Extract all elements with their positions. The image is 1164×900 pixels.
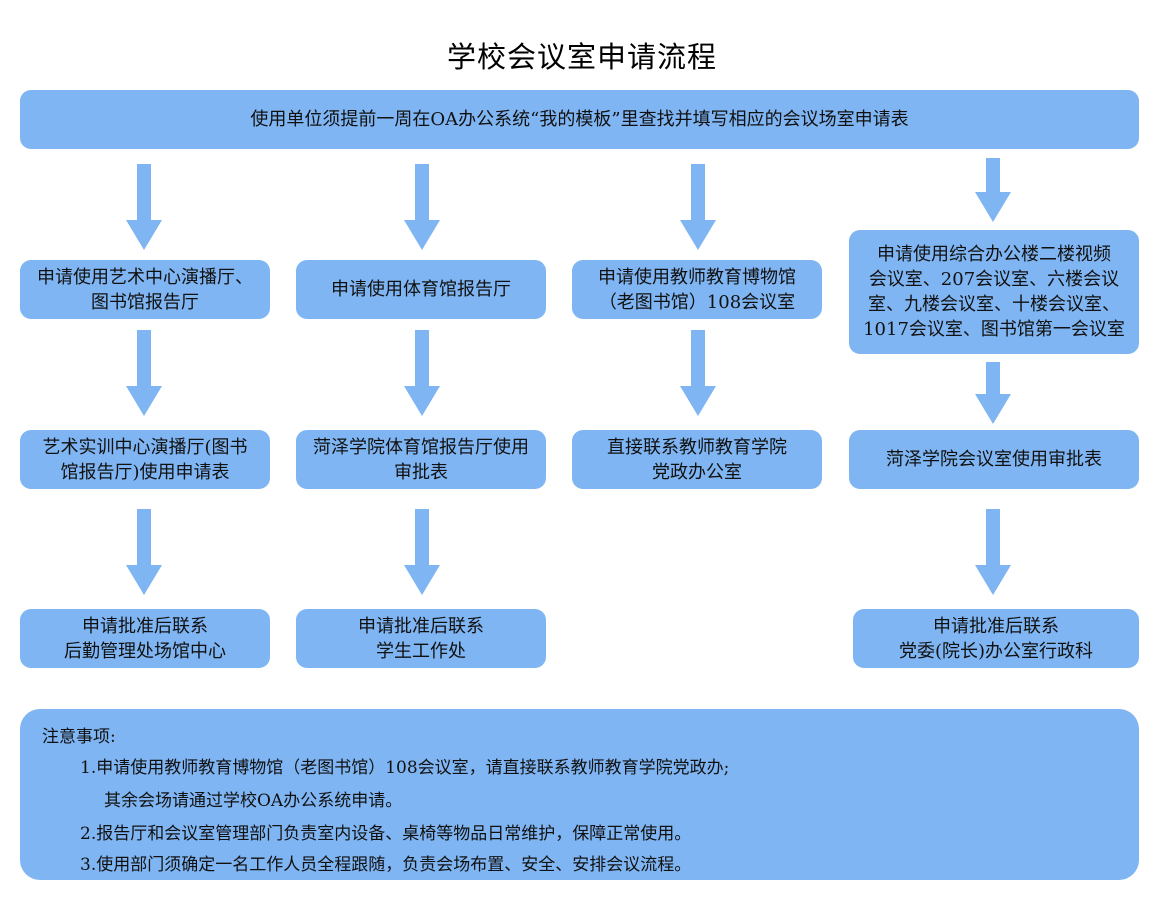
branch-3-form-line-2: 党政办公室 bbox=[652, 461, 742, 483]
branch-3-apply-line-1: 申请使用教师教育博物馆 bbox=[598, 266, 796, 288]
branch-3-form-line-1: 直接联系教师教育学院 bbox=[607, 436, 787, 458]
branch-1-apply-line-1: 申请使用艺术中心演播厅、 bbox=[37, 266, 253, 288]
branch-4-contact-line-2: 党委(院长)办公室行政科 bbox=[898, 640, 1094, 662]
branch-2-contact-box: 申请批准后联系 学生工作处 bbox=[296, 609, 546, 668]
note-item: 其余会场请通过学校OA办公系统申请。 bbox=[104, 791, 403, 811]
branch-4-apply-line-1: 申请使用综合办公楼二楼视频 bbox=[877, 244, 1111, 265]
arrow-down-icon bbox=[404, 164, 440, 250]
top-step-box: 使用单位须提前一周在OA办公系统“我的模板”里查找并填写相应的会议场室申请表 bbox=[20, 90, 1139, 149]
branch-2-apply-box: 申请使用体育馆报告厅 bbox=[296, 260, 546, 319]
branch-4-form-line-1: 菏泽学院会议室使用审批表 bbox=[886, 449, 1102, 470]
note-item: 1.申请使用教师教育博物馆（老图书馆）108会议室，请直接联系教师教育学院党政办… bbox=[80, 758, 730, 778]
branch-3-form-box: 直接联系教师教育学院 党政办公室 bbox=[572, 430, 822, 489]
diagram-title: 学校会议室申请流程 bbox=[446, 40, 717, 74]
branch-2-form-box: 菏泽学院体育馆报告厅使用 审批表 bbox=[296, 430, 546, 489]
branch-2-apply-line-1: 申请使用体育馆报告厅 bbox=[331, 279, 511, 300]
arrow-down-icon bbox=[126, 330, 162, 416]
branch-1-form-line-2: 馆报告厅)使用申请表 bbox=[60, 461, 230, 483]
branch-1-form-line-1: 艺术实训中心演播厅(图书 bbox=[42, 436, 248, 458]
branch-4-apply-line-4: 1017会议室、图书馆第一会议室 bbox=[863, 319, 1125, 340]
branch-4-contact-box: 申请批准后联系 党委(院长)办公室行政科 bbox=[853, 609, 1139, 668]
top-step-text: 使用单位须提前一周在OA办公系统“我的模板”里查找并填写相应的会议场室申请表 bbox=[250, 109, 909, 130]
branch-2-form-line-1: 菏泽学院体育馆报告厅使用 bbox=[313, 436, 529, 458]
branch-3-apply-box: 申请使用教师教育博物馆 （老图书馆）108会议室 bbox=[572, 260, 822, 319]
arrow-down-icon bbox=[975, 158, 1011, 222]
branch-2-form-line-2: 审批表 bbox=[394, 461, 448, 483]
branch-2-contact-line-2: 学生工作处 bbox=[376, 640, 466, 662]
branch-1-apply-box: 申请使用艺术中心演播厅、 图书馆报告厅 bbox=[20, 260, 270, 319]
branch-1-contact-line-2: 后勤管理处场馆中心 bbox=[64, 640, 226, 662]
branch-4-apply-line-2: 会议室、207会议室、六楼会议 bbox=[868, 269, 1120, 290]
arrow-down-icon bbox=[975, 509, 1011, 595]
branch-4-apply-box: 申请使用综合办公楼二楼视频 会议室、207会议室、六楼会议 室、九楼会议室、十楼… bbox=[849, 230, 1139, 354]
note-item: 2.报告厅和会议室管理部门负责室内设备、桌椅等物品日常维护，保障正常使用。 bbox=[80, 824, 692, 844]
branch-1-contact-box: 申请批准后联系 后勤管理处场馆中心 bbox=[20, 609, 270, 668]
branch-1-form-box: 艺术实训中心演播厅(图书 馆报告厅)使用申请表 bbox=[20, 430, 270, 489]
branch-4-form-box: 菏泽学院会议室使用审批表 bbox=[849, 430, 1139, 489]
arrow-down-icon bbox=[680, 330, 716, 416]
note-item: 3.使用部门须确定一名工作人员全程跟随，负责会场布置、安全、安排会议流程。 bbox=[80, 855, 692, 875]
arrow-down-icon bbox=[404, 330, 440, 416]
branch-1-apply-line-2: 图书馆报告厅 bbox=[91, 291, 199, 313]
arrow-down-icon bbox=[680, 164, 716, 250]
branch-4-apply-line-3: 室、九楼会议室、十楼会议室、 bbox=[868, 294, 1120, 315]
arrow-down-icon bbox=[126, 509, 162, 595]
branch-2-contact-line-1: 申请批准后联系 bbox=[358, 615, 484, 637]
arrow-down-icon bbox=[126, 164, 162, 250]
notes-panel: 注意事项: 1.申请使用教师教育博物馆（老图书馆）108会议室，请直接联系教师教… bbox=[20, 709, 1139, 880]
branch-4-contact-line-1: 申请批准后联系 bbox=[932, 615, 1059, 637]
notes-heading: 注意事项: bbox=[42, 727, 116, 747]
arrow-down-icon bbox=[404, 509, 440, 595]
arrow-down-icon bbox=[975, 362, 1011, 424]
branch-1-contact-line-1: 申请批准后联系 bbox=[82, 615, 208, 637]
branch-3-apply-line-2: （老图书馆）108会议室 bbox=[598, 291, 796, 313]
